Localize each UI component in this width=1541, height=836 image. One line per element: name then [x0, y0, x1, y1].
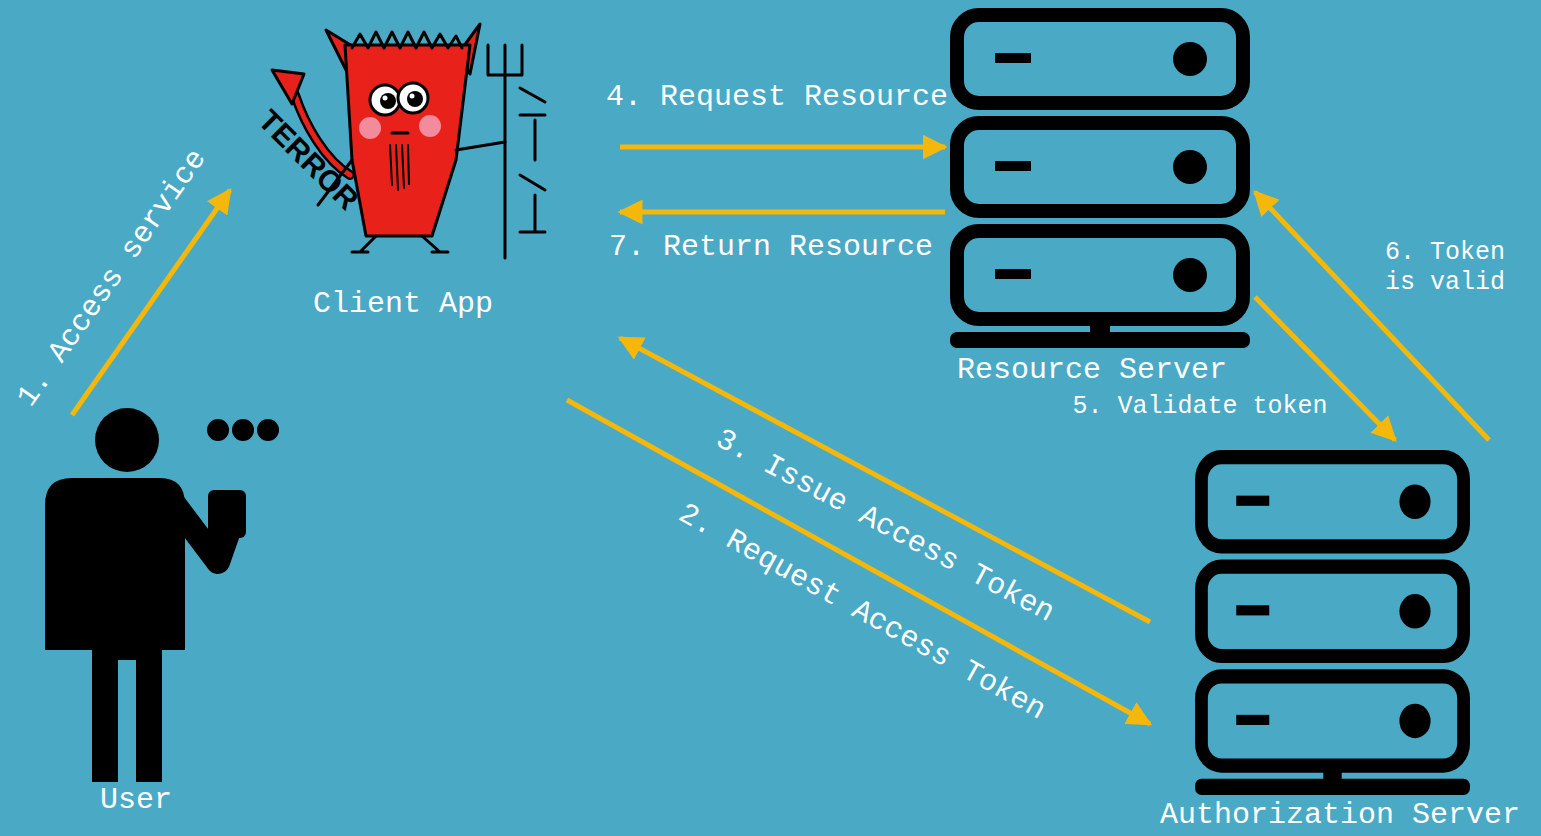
- step-label: 4. Request Resource: [606, 79, 948, 115]
- step-label: 5. Validate token: [1072, 392, 1327, 422]
- flow-arrow: [567, 400, 1150, 724]
- server-icon: [1195, 457, 1470, 795]
- node-label: Authorization Server: [1160, 798, 1520, 833]
- client-app-node: Client App: [230, 35, 620, 400]
- flow-arrow: [620, 210, 945, 215]
- node-label: Client App: [313, 287, 493, 322]
- authorization-server-node: Authorization Server: [1150, 440, 1535, 833]
- node-label: User: [100, 783, 172, 818]
- node-label: Resource Server: [957, 353, 1227, 388]
- step-label: 6. Token is valid: [1385, 238, 1515, 298]
- step-label: 7. Return Resource: [609, 229, 933, 265]
- server-icon: [950, 15, 1250, 348]
- user-figure: [45, 408, 279, 782]
- step-label: 3. Issue Access Token: [710, 421, 1061, 630]
- user-node: User: [30, 415, 280, 830]
- illustration-text: TERROR: [251, 103, 365, 217]
- step-label: 1. Access service: [9, 142, 214, 413]
- flow-arrow: [620, 145, 945, 150]
- resource-server-node: Resource Server: [945, 8, 1255, 393]
